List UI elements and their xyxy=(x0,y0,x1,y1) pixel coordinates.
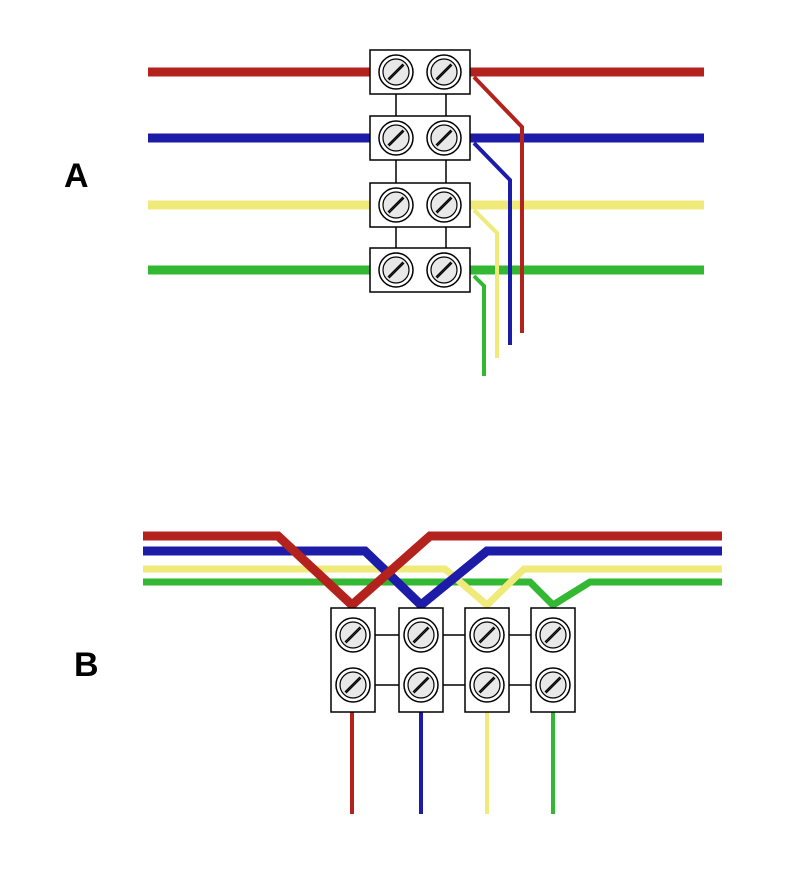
label-a: A xyxy=(64,157,89,195)
terminal-block xyxy=(330,607,376,713)
screw-icon xyxy=(403,617,439,653)
screw-icon xyxy=(378,252,414,288)
screw-icon xyxy=(469,617,505,653)
screw-icon xyxy=(426,252,462,288)
a-branch-wire-green xyxy=(472,274,486,376)
b-main-wire-blue xyxy=(143,546,722,612)
screw-icon xyxy=(335,617,371,653)
terminal-block xyxy=(530,607,576,713)
a-branch-wire-blue xyxy=(472,141,512,345)
screw-icon xyxy=(335,667,371,703)
label-b: B xyxy=(74,646,99,684)
diagram-a-main-wires xyxy=(148,67,704,275)
screw-icon xyxy=(426,54,462,90)
terminal-block xyxy=(369,247,471,293)
screw-icon xyxy=(535,667,571,703)
diagram-a-terminal-blocks xyxy=(369,49,471,293)
screw-icon xyxy=(535,617,571,653)
screw-icon xyxy=(469,667,505,703)
screw-icon xyxy=(378,120,414,156)
terminal-block xyxy=(369,49,471,95)
screw-icon xyxy=(426,120,462,156)
diagram-b-terminal-blocks xyxy=(330,607,576,713)
diagram-b-main-wires xyxy=(143,531,722,612)
screw-icon xyxy=(378,54,414,90)
terminal-block xyxy=(464,607,510,713)
diagram-b xyxy=(143,531,722,814)
terminal-block xyxy=(369,115,471,161)
diagram-a-branch-wires xyxy=(472,75,524,376)
terminal-block xyxy=(369,182,471,228)
diagram-a xyxy=(148,49,704,376)
terminal-block xyxy=(398,607,444,713)
screw-icon xyxy=(378,187,414,223)
a-branch-wire-red xyxy=(472,75,524,333)
b-main-wire-red xyxy=(143,531,722,612)
a-branch-wire-yellow xyxy=(472,208,499,358)
screw-icon xyxy=(403,667,439,703)
screw-icon xyxy=(426,187,462,223)
b-main-wire-yellow xyxy=(143,565,722,610)
diagram-b-drop-wires xyxy=(350,712,555,814)
